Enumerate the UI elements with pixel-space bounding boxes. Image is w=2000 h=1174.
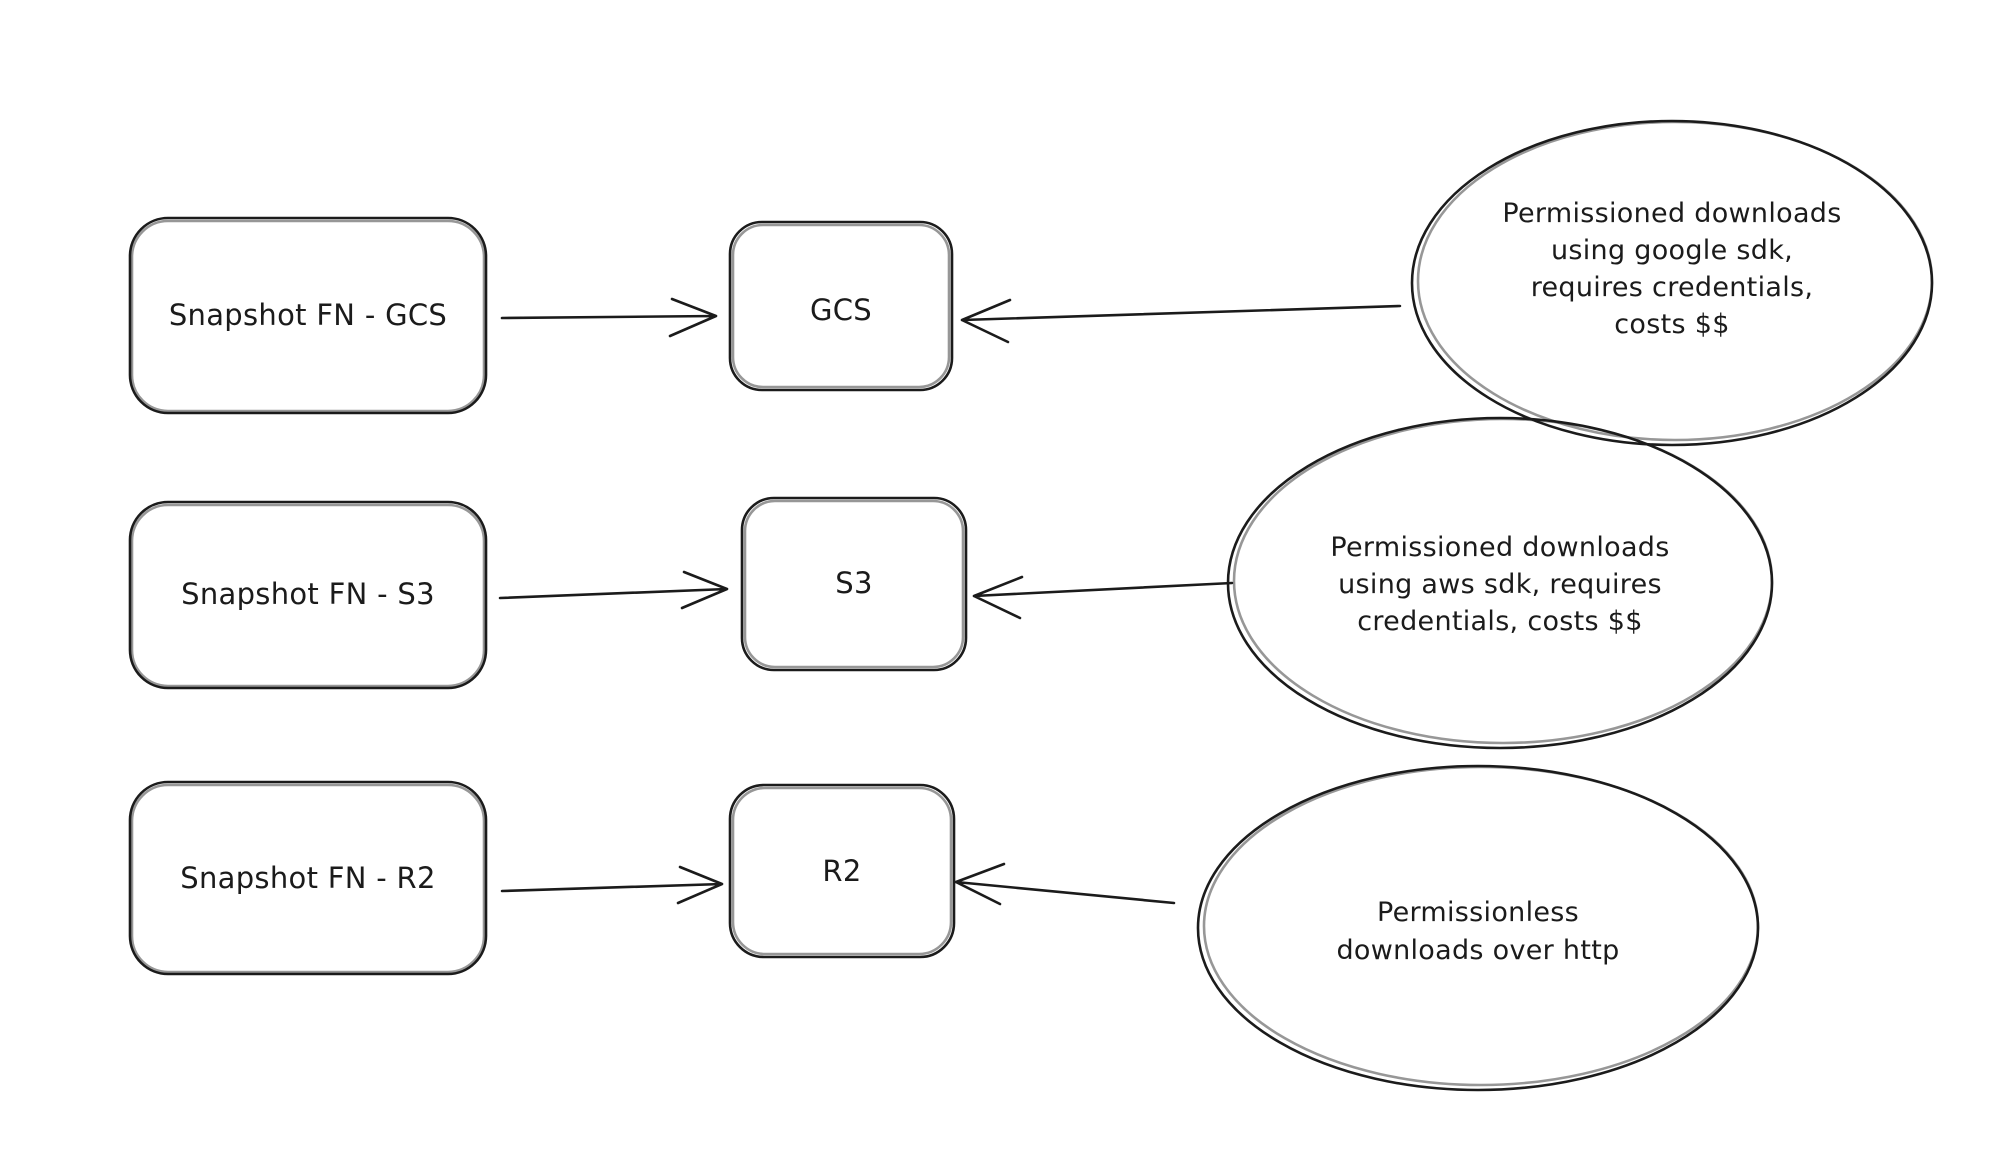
row-s3 bbox=[130, 418, 1772, 748]
annotation-ellipse-gcs-sketch-stroke bbox=[1418, 122, 1932, 440]
target-node-r2-sketch-stroke bbox=[733, 788, 951, 954]
annotation-s3-line-1: Permissioned downloads bbox=[1330, 532, 1669, 563]
annotation-gcs-line-2: using google sdk, bbox=[1551, 235, 1793, 266]
target-node-s3-sketch-stroke bbox=[745, 501, 963, 667]
source-node-r2[interactable] bbox=[130, 782, 486, 974]
target-node-gcs-sketch-stroke bbox=[733, 225, 949, 387]
annotation-ellipse-s3-sketch-stroke bbox=[1234, 419, 1772, 743]
source-node-r2-sketch-stroke bbox=[132, 785, 484, 972]
source-node-s3-label: Snapshot FN - S3 bbox=[181, 577, 435, 611]
annotation-gcs-line-1: Permissioned downloads bbox=[1502, 198, 1841, 229]
target-node-gcs[interactable] bbox=[730, 222, 952, 390]
target-node-s3[interactable] bbox=[742, 498, 966, 670]
source-node-r2-label: Snapshot FN - R2 bbox=[180, 861, 435, 895]
source-node-gcs[interactable] bbox=[130, 218, 486, 413]
source-node-s3-sketch-stroke bbox=[132, 505, 484, 686]
annotation-gcs-line-4: costs $$ bbox=[1614, 309, 1729, 340]
annotation-ellipse-r2-sketch-stroke bbox=[1204, 767, 1758, 1085]
annotation-s3-line-2: using aws sdk, requires bbox=[1338, 569, 1662, 600]
row-gcs bbox=[130, 121, 1932, 445]
source-node-gcs-label: Snapshot FN - GCS bbox=[169, 298, 447, 332]
target-node-gcs-label: GCS bbox=[810, 293, 872, 327]
arrow-snapshot-to-s3[interactable] bbox=[500, 572, 727, 608]
annotation-s3-line-3: credentials, costs $$ bbox=[1357, 606, 1643, 637]
arrow-snapshot-to-r2[interactable] bbox=[502, 867, 722, 903]
row-r2 bbox=[130, 766, 1758, 1090]
target-node-r2-label: R2 bbox=[822, 854, 861, 888]
annotation-ellipse-r2[interactable] bbox=[1198, 766, 1758, 1090]
target-node-s3-label: S3 bbox=[835, 566, 872, 600]
target-node-r2[interactable] bbox=[730, 785, 954, 957]
source-node-s3[interactable] bbox=[130, 502, 486, 688]
arrow-snapshot-to-gcs[interactable] bbox=[502, 299, 716, 336]
annotation-ellipse-gcs[interactable] bbox=[1412, 121, 1932, 445]
arrow-note-to-r2[interactable] bbox=[956, 864, 1174, 904]
annotation-gcs-line-3: requires credentials, bbox=[1531, 272, 1814, 303]
arrow-note-to-s3[interactable] bbox=[974, 577, 1232, 618]
annotation-r2-line-1: Permissionless bbox=[1377, 897, 1579, 928]
annotation-r2-line-2: downloads over http bbox=[1336, 935, 1619, 966]
annotation-ellipse-s3[interactable] bbox=[1228, 418, 1772, 748]
arrow-note-to-gcs[interactable] bbox=[962, 300, 1400, 342]
source-node-gcs-sketch-stroke bbox=[132, 221, 484, 411]
